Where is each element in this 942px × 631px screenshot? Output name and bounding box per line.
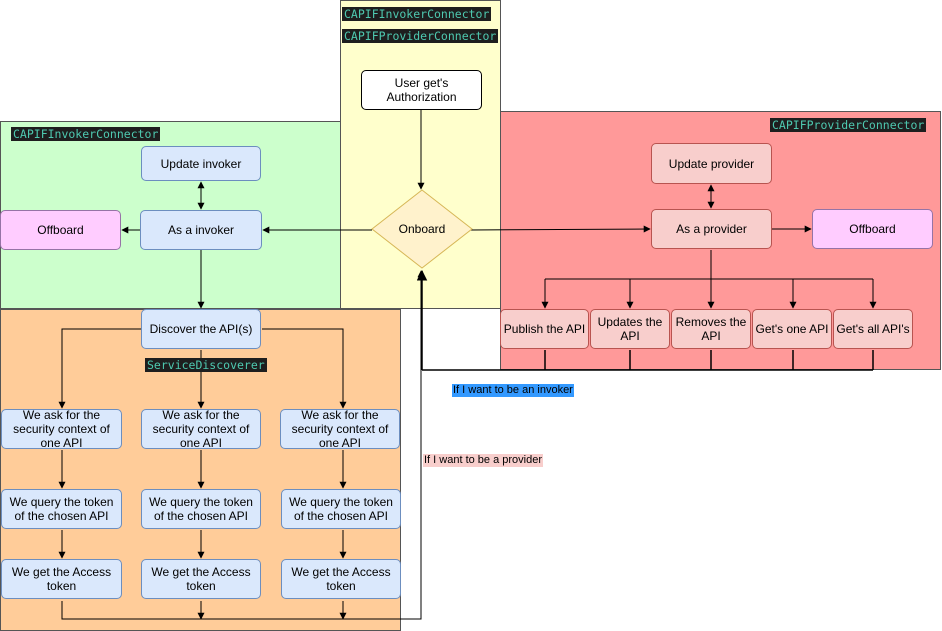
onboard-node-label[interactable]: Onboard	[398, 222, 446, 236]
onboard-decision	[371, 189, 473, 269]
query-token-node-2[interactable]: We query the token of the chosen API	[141, 489, 261, 529]
note-invoker: If I want to be an invoker	[452, 384, 574, 397]
offboard-provider-node[interactable]: Offboard	[812, 209, 933, 249]
invoker-region-label: CAPIFInvokerConnector	[11, 127, 161, 141]
center-label-invoker: CAPIFInvokerConnector	[342, 7, 492, 21]
security-context-node-2[interactable]: We ask for the security context of one A…	[141, 408, 261, 450]
publish-api-node[interactable]: Publish the API	[500, 309, 589, 349]
query-token-node-1[interactable]: We query the token of the chosen API	[1, 489, 122, 529]
note-provider: If I want to be a provider	[423, 454, 544, 467]
security-context-node-3[interactable]: We ask for the security context of one A…	[280, 408, 400, 450]
as-invoker-node[interactable]: As a invoker	[140, 210, 262, 250]
discover-apis-node[interactable]: Discover the API(s)	[141, 309, 261, 349]
authorization-node[interactable]: User get's Authorization	[361, 70, 482, 110]
edge-onboard-provider	[470, 225, 651, 233]
update-invoker-node[interactable]: Update invoker	[141, 146, 261, 181]
center-label-provider: CAPIFProviderConnector	[342, 29, 499, 43]
edge-access-return	[61, 270, 425, 620]
get-all-apis-node[interactable]: Get's all API's	[833, 309, 913, 349]
removes-api-node[interactable]: Removes the API	[671, 309, 751, 349]
offboard-invoker-node[interactable]: Offboard	[0, 210, 121, 250]
query-token-node-3[interactable]: We query the token of the chosen API	[281, 489, 401, 529]
security-context-node-1[interactable]: We ask for the security context of one A…	[1, 408, 122, 450]
edge-discover-branches	[61, 328, 344, 408]
access-token-node-3[interactable]: We get the Access token	[281, 559, 401, 599]
discoverer-region-label: ServiceDiscoverer	[145, 358, 267, 372]
access-token-node-1[interactable]: We get the Access token	[1, 559, 122, 599]
updates-api-node[interactable]: Updates the API	[590, 309, 670, 349]
get-one-api-node[interactable]: Get's one API	[752, 309, 832, 349]
access-token-node-2[interactable]: We get the Access token	[141, 559, 261, 599]
provider-region-label: CAPIFProviderConnector	[770, 118, 927, 132]
edge-ops-return	[422, 350, 874, 371]
as-provider-node[interactable]: As a provider	[651, 209, 772, 249]
update-provider-node[interactable]: Update provider	[651, 143, 772, 184]
